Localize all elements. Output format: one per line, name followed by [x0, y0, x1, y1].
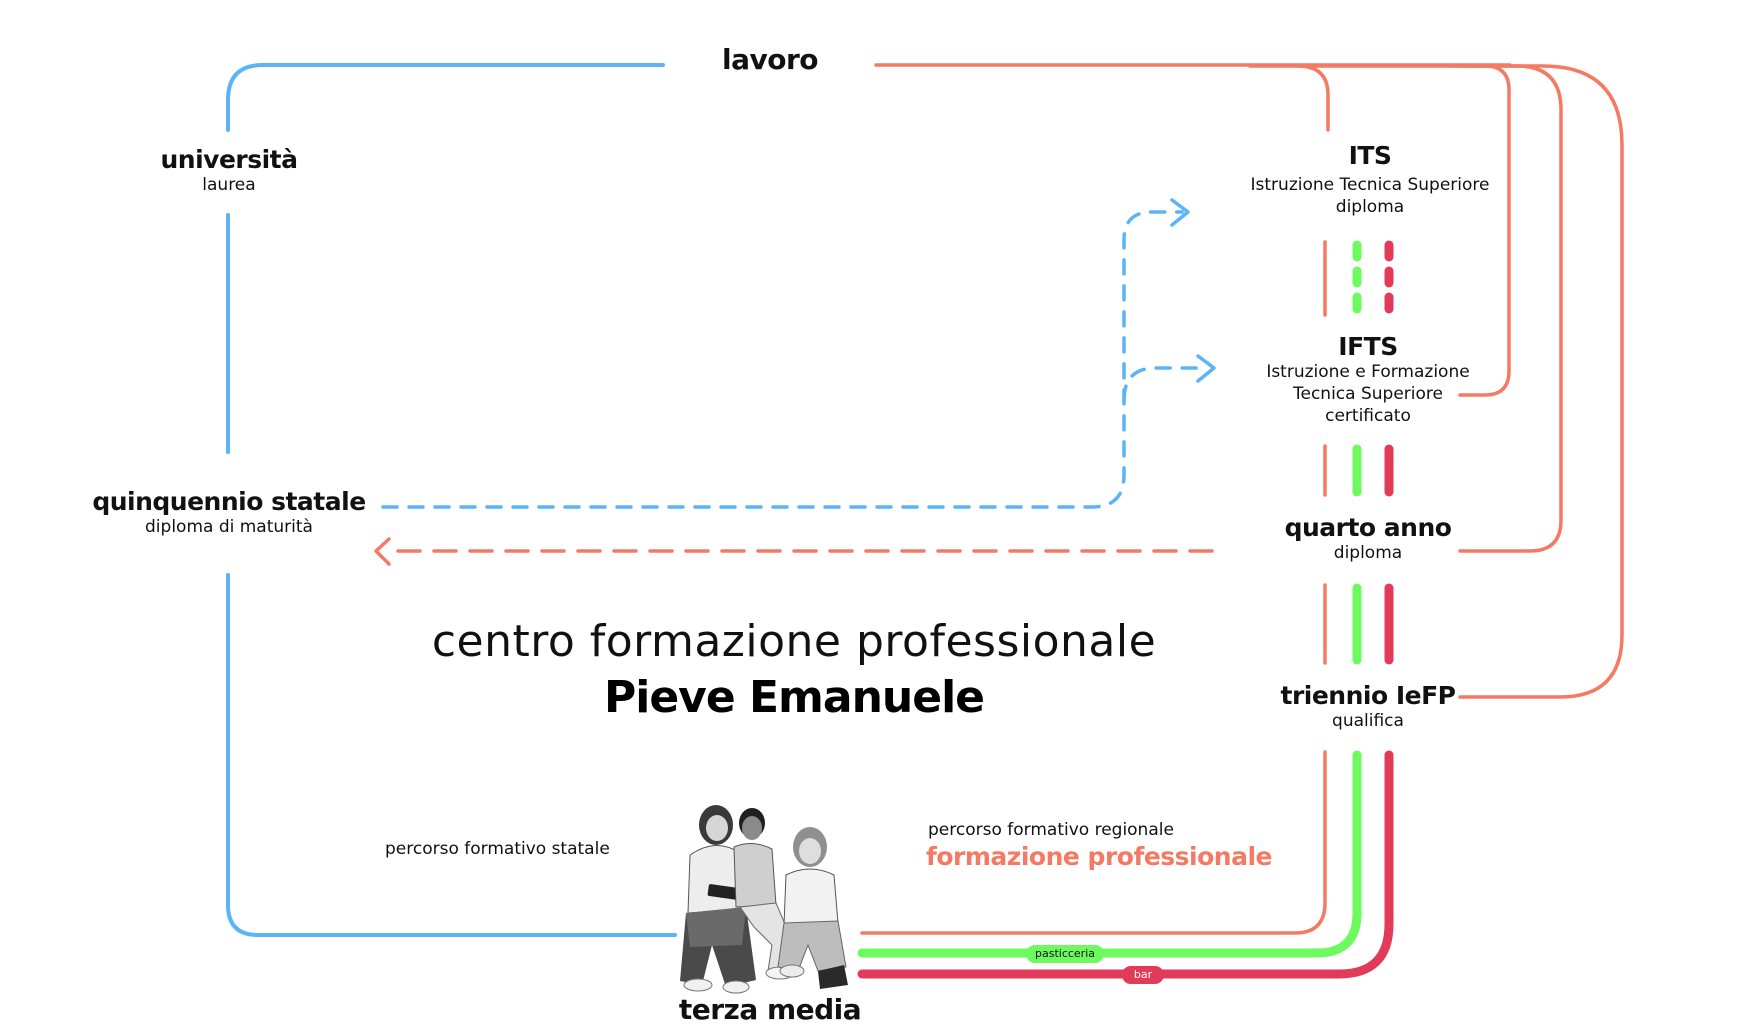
node-triennio: triennio IeFP qualifica	[1280, 681, 1456, 732]
node-its-line2: diploma	[1335, 197, 1405, 217]
node-terza-media-title: terza media	[678, 993, 862, 1026]
green-line-terza-to-triennio	[857, 750, 1362, 958]
node-lavoro-title: lavoro	[721, 43, 819, 76]
center-title-line2: Pieve Emanuele	[603, 672, 985, 723]
node-quarto-anno: quarto anno diploma	[1285, 514, 1452, 564]
node-triennio-title: triennio IeFP	[1280, 681, 1456, 710]
tag-bar: bar	[1121, 966, 1165, 984]
regionale-path-label: percorso formativo regionale	[928, 820, 1174, 840]
node-its-line1: Istruzione Tecnica Superiore	[1250, 175, 1490, 195]
center-title-line1: centro formazione professionale	[431, 616, 1157, 667]
blue-dashed-branch-to-ifts	[1122, 366, 1210, 402]
node-its-title: ITS	[1348, 141, 1392, 170]
node-lavoro: lavoro	[721, 43, 819, 76]
red-line-terza-to-triennio	[857, 750, 1394, 979]
students-photo	[680, 805, 848, 994]
node-ifts-line1: Istruzione e Formazione	[1266, 362, 1470, 382]
node-terza-media: terza media	[678, 993, 862, 1026]
node-universita: università laurea	[160, 145, 298, 196]
tag-pasticceria: pasticceria	[1025, 945, 1105, 963]
salmon-line-terza-to-triennio	[860, 750, 1327, 935]
blue-dashed-arrowhead-ifts	[1196, 354, 1216, 383]
node-quarto-anno-subtitle: diploma	[1333, 543, 1403, 563]
salmon-line-quarto-to-lavoro	[1448, 64, 1563, 553]
node-its: ITS Istruzione Tecnica Superiore diploma	[1251, 142, 1490, 218]
node-quinquennio-title: quinquennio statale	[92, 487, 366, 516]
statale-path-label: percorso formativo statale	[385, 839, 610, 859]
node-quinquennio: quinquennio statale diploma di maturità	[92, 487, 366, 538]
regionale-path-strong-label: formazione professionale	[926, 842, 1272, 871]
node-ifts-title: IFTS	[1338, 332, 1398, 361]
blue-dashed-arrowhead-its	[1170, 198, 1190, 227]
node-triennio-subtitle: qualifica	[1332, 711, 1404, 731]
node-ifts-line2: Tecnica Superiore	[1293, 384, 1443, 404]
salmon-dashed-arrowhead	[374, 537, 391, 566]
blue-dashed-quinquennio-to-its	[381, 210, 1184, 509]
node-quinquennio-subtitle: diploma di maturità	[145, 517, 313, 537]
salmon-line-triennio-to-lavoro	[1458, 64, 1624, 699]
node-universita-title: università	[160, 145, 298, 174]
node-universita-subtitle: laurea	[202, 175, 256, 195]
node-quarto-anno-title: quarto anno	[1284, 513, 1452, 542]
blue-line-universita-to-lavoro	[226, 63, 665, 132]
blue-line-terza-media-to-quinquennio	[226, 573, 677, 937]
node-ifts: IFTS Istruzione e Formazione Tecnica Sup…	[1266, 333, 1469, 427]
salmon-line-its-to-lavoro	[1296, 64, 1330, 132]
node-ifts-line3: certificato	[1325, 406, 1411, 426]
